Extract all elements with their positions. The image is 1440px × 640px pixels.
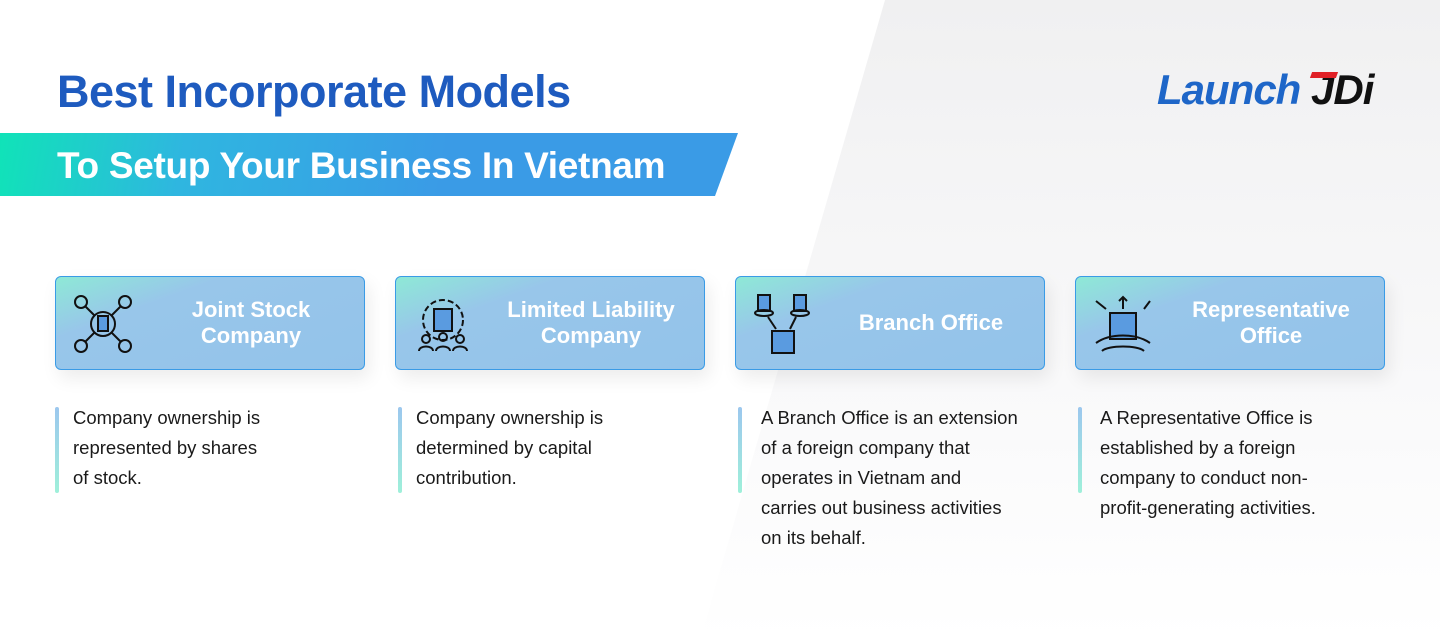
desc-line: represented by shares: [73, 437, 258, 458]
model-label: Branch Office: [858, 310, 1004, 335]
model-card-branch: Branch Office: [735, 276, 1045, 370]
model-label: Representative Office: [1192, 297, 1350, 348]
accent-bar: [1078, 407, 1082, 493]
desc-line: A Branch Office is an extension: [761, 407, 1018, 428]
accent-bar: [738, 407, 742, 493]
model-card-llc: Limited Liability Company: [395, 276, 705, 370]
logo-red-mark: [1309, 72, 1339, 78]
model-card-joint-stock: Joint Stock Company: [55, 276, 365, 370]
desc-line: established by a foreign: [1100, 437, 1296, 458]
model-card-representative: Representative Office: [1075, 276, 1385, 370]
model-label: Limited Liability Company: [507, 297, 675, 348]
model-description-branch: A Branch Office is an extension of a fore…: [738, 403, 1018, 553]
logo-text-launch: Launch: [1157, 66, 1301, 113]
model-description-joint-stock: Company ownership is represented by share…: [55, 403, 260, 493]
model-description-representative: A Representative Office is established by…: [1078, 403, 1316, 523]
desc-line: of stock.: [73, 467, 142, 488]
model-label: Joint Stock Company: [191, 297, 311, 348]
desc-line: operates in Vietnam and: [761, 467, 962, 488]
desc-line: determined by capital: [416, 437, 592, 458]
desc-line: A Representative Office is: [1100, 407, 1313, 428]
launchjdi-logo: Launch JDi: [1157, 66, 1374, 114]
page-title: Best Incorporate Models: [57, 66, 571, 117]
accent-bar: [55, 407, 59, 493]
desc-line: on its behalf.: [761, 527, 866, 548]
desc-line: carries out business activities: [761, 497, 1002, 518]
desc-line: profit-generating activities.: [1100, 497, 1316, 518]
network-building-icon: [74, 295, 132, 353]
desc-line: contribution.: [416, 467, 517, 488]
desc-line: Company ownership is: [73, 407, 261, 428]
page-subtitle: To Setup Your Business In Vietnam: [57, 145, 666, 186]
model-description-llc: Company ownership is determined by capita…: [398, 403, 603, 493]
desc-line: of a foreign company that: [761, 437, 970, 458]
desc-line: company to conduct non-: [1100, 467, 1308, 488]
gear-team-icon: [418, 299, 468, 352]
subtitle-banner: [0, 133, 738, 196]
branch-buildings-icon: [754, 294, 810, 354]
desc-line: Company ownership is: [416, 407, 604, 428]
global-office-icon: [1095, 295, 1151, 352]
accent-bar: [398, 407, 402, 493]
